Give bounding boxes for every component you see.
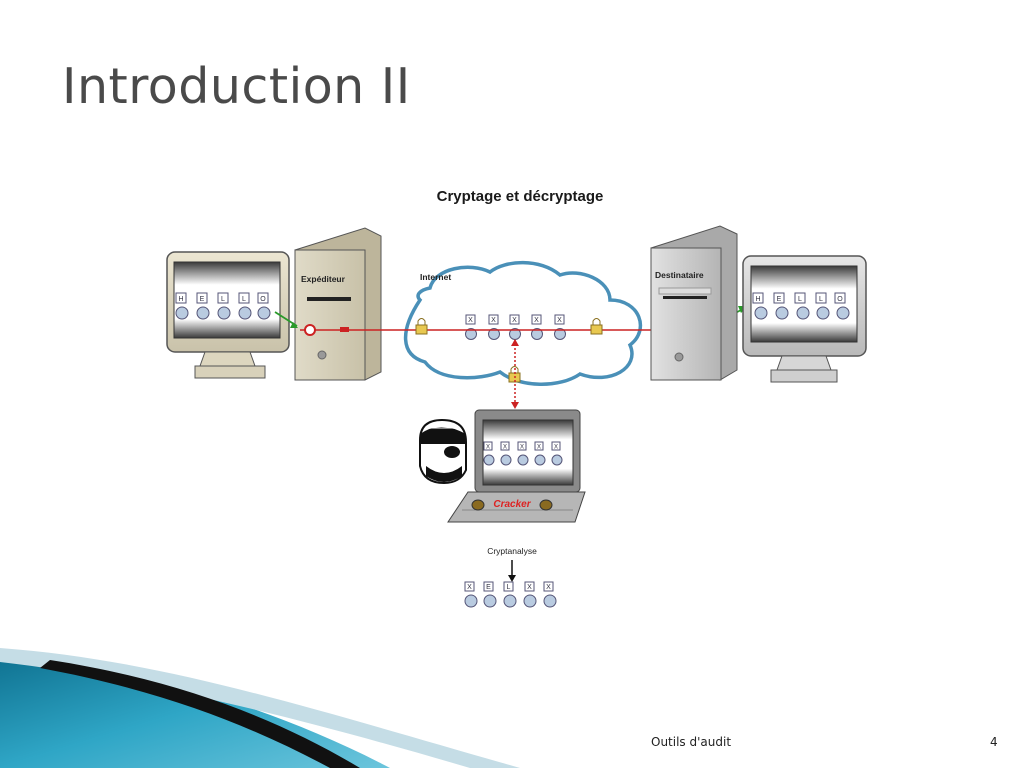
receiver-letter-4: L (819, 296, 823, 303)
recovered-letter-1: X (467, 584, 472, 591)
receiver-monitor (742, 255, 867, 383)
laptop-letter-4: X (537, 445, 541, 451)
cipher-letter-1: X (468, 317, 473, 324)
cipher-letter-3: X (512, 317, 517, 324)
page-number: 4 (990, 735, 998, 749)
receiver-letter-5: O (837, 296, 843, 303)
receiver-letter-1: H (755, 296, 760, 303)
cryptanalysis-label: Cryptanalyse (487, 546, 537, 556)
recovered-plaintext: X E L X X (464, 581, 557, 608)
sender-label: Expéditeur (301, 274, 346, 284)
receiver-label: Destinataire (655, 270, 704, 280)
lock-icon (590, 318, 603, 335)
sender-letter-3: L (221, 296, 225, 303)
sender-key-icon (304, 324, 349, 336)
laptop-letter-5: X (554, 445, 558, 451)
footer-text: Outils d'audit (651, 735, 732, 749)
ciphertext-symbols: X X X X X (465, 314, 566, 340)
sender-plaintext: H E L L O (175, 292, 271, 320)
diagram-title: Cryptage et décryptage (437, 188, 604, 205)
sender-letter-5: O (260, 296, 266, 303)
pirate-icon (419, 418, 467, 485)
cipher-letter-5: X (557, 317, 562, 324)
cipher-letter-2: X (491, 317, 496, 324)
internet-cloud (403, 260, 642, 386)
cipher-letter-4: X (534, 317, 539, 324)
receiver-plaintext: H E L L O (752, 292, 850, 320)
sender-letter-2: E (200, 296, 205, 303)
bug-icon (471, 499, 485, 511)
sender-tower (294, 227, 382, 381)
recovered-letter-2: E (486, 584, 491, 591)
attacker-cipher-symbols: X X X X X (483, 441, 563, 466)
attacker-label: Cracker (493, 499, 531, 510)
recovered-letter-4: X (527, 584, 532, 591)
slide-title: Introduction II (62, 58, 411, 115)
laptop-letter-3: X (520, 445, 524, 451)
recovered-letter-5: X (546, 584, 551, 591)
receiver-letter-2: E (777, 296, 782, 303)
bug-icon (539, 499, 553, 511)
sender-letter-4: L (242, 296, 246, 303)
receiver-tower (650, 225, 738, 381)
attacker-laptop (447, 409, 586, 523)
lock-icon (415, 318, 428, 335)
internet-label: Internet (420, 272, 451, 282)
laptop-letter-1: X (486, 445, 490, 451)
recovered-letter-3: L (507, 584, 511, 591)
receiver-letter-3: L (798, 296, 802, 303)
laptop-letter-2: X (503, 445, 507, 451)
sender-letter-1: H (178, 296, 183, 303)
